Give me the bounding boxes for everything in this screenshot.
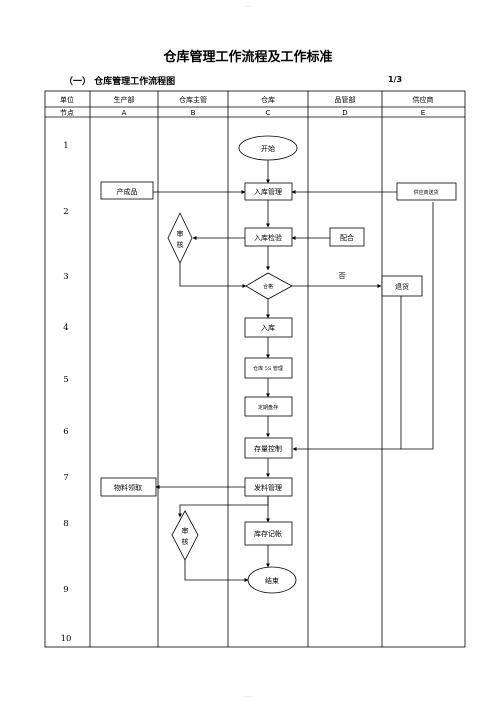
review-2-char-2: 核 (182, 537, 189, 546)
inventory-control-box (244, 437, 293, 459)
review-1-char-2: 核 (177, 240, 184, 249)
row-number: 7 (63, 473, 68, 483)
column-header: 仓库主管 (179, 95, 207, 104)
review-2-label: 审核 (182, 526, 189, 546)
row-label-unit: 单位 (60, 95, 74, 104)
return-goods-label: 退货 (395, 282, 409, 291)
warehouse-5s-box (244, 357, 293, 379)
issue-mgmt-label: 发料管理 (254, 483, 282, 492)
return-goods-box (381, 275, 423, 297)
stock-ledger-box (244, 521, 293, 546)
row-number: 6 (63, 427, 68, 437)
review-decision-2 (171, 510, 199, 561)
swimlane-table (44, 90, 466, 648)
column-header: 仓库 (261, 95, 275, 104)
qualified-decision (245, 272, 293, 300)
row-number: 8 (63, 519, 68, 529)
column-header: 生产部 (114, 95, 135, 104)
connector-arrow (184, 560, 249, 582)
node-label: D (342, 109, 347, 117)
inbound-inspection-box (244, 227, 293, 247)
supplier-delivery-box (396, 182, 457, 201)
row-number: 5 (63, 375, 68, 385)
node-label: C (266, 109, 271, 117)
finished-goods-label: 产成品 (117, 187, 138, 196)
warehouse-in-mgmt-label: 入库管理 (254, 187, 282, 196)
inbound-inspection-label: 入库检验 (254, 233, 282, 242)
node-label: B (191, 109, 196, 117)
cooperate-box (329, 227, 365, 247)
header-note: ----- (244, 4, 252, 9)
connector-arrow (178, 496, 269, 518)
row-number: 1 (63, 141, 68, 151)
warehouse-in-label: 入库 (261, 323, 275, 332)
end-label: 结束 (265, 576, 279, 585)
section-title: （一） 仓库管理工作流程图 (64, 77, 176, 87)
cooperate-label: 配合 (340, 233, 354, 242)
table-border (44, 90, 466, 648)
periodic-stocktake-box (244, 396, 293, 417)
review-1-char-1: 审 (177, 229, 184, 238)
warehouse-5s-label: 仓库 5S 管理 (253, 365, 283, 372)
row-number: 10 (61, 634, 72, 644)
review-2-char-1: 审 (182, 526, 189, 535)
inventory-control-label: 存量控制 (254, 444, 282, 453)
issue-mgmt-box (244, 477, 293, 497)
supplier-delivery-label: 供应商送货 (413, 189, 438, 196)
row-label-node: 节点 (60, 109, 74, 117)
connector-arrow (292, 202, 434, 451)
page-number: 1/3 (388, 75, 403, 84)
review-1-label: 审核 (177, 229, 184, 249)
node-label: A (122, 109, 127, 117)
stock-ledger-label: 库存记帐 (254, 529, 282, 538)
periodic-stocktake-label: 定期盘存 (258, 404, 278, 411)
column-header: 供应商 (413, 95, 434, 104)
row-number: 3 (63, 272, 68, 282)
warehouse-in-box (244, 317, 293, 338)
material-pickup-label: 物料领取 (114, 483, 142, 492)
material-pickup-box (100, 477, 157, 497)
review-decision-1 (167, 212, 193, 264)
start-terminal (238, 135, 298, 161)
node-label: E (421, 109, 425, 117)
row-number: 9 (63, 585, 68, 595)
start-label: 开始 (261, 144, 275, 153)
end-terminal (247, 566, 297, 594)
qualified-label: 合格 (263, 283, 273, 290)
footer-note: ----- (244, 694, 252, 699)
connector-arrow (179, 263, 247, 288)
row-number: 2 (63, 207, 68, 217)
finished-goods-box (100, 181, 154, 200)
warehouse-in-mgmt-box (244, 182, 293, 201)
row-number: 4 (63, 323, 68, 333)
column-header: 品管部 (335, 95, 356, 104)
no-label: 否 (339, 272, 346, 280)
document-title: 仓库管理工作流程及工作标准 (163, 50, 333, 65)
